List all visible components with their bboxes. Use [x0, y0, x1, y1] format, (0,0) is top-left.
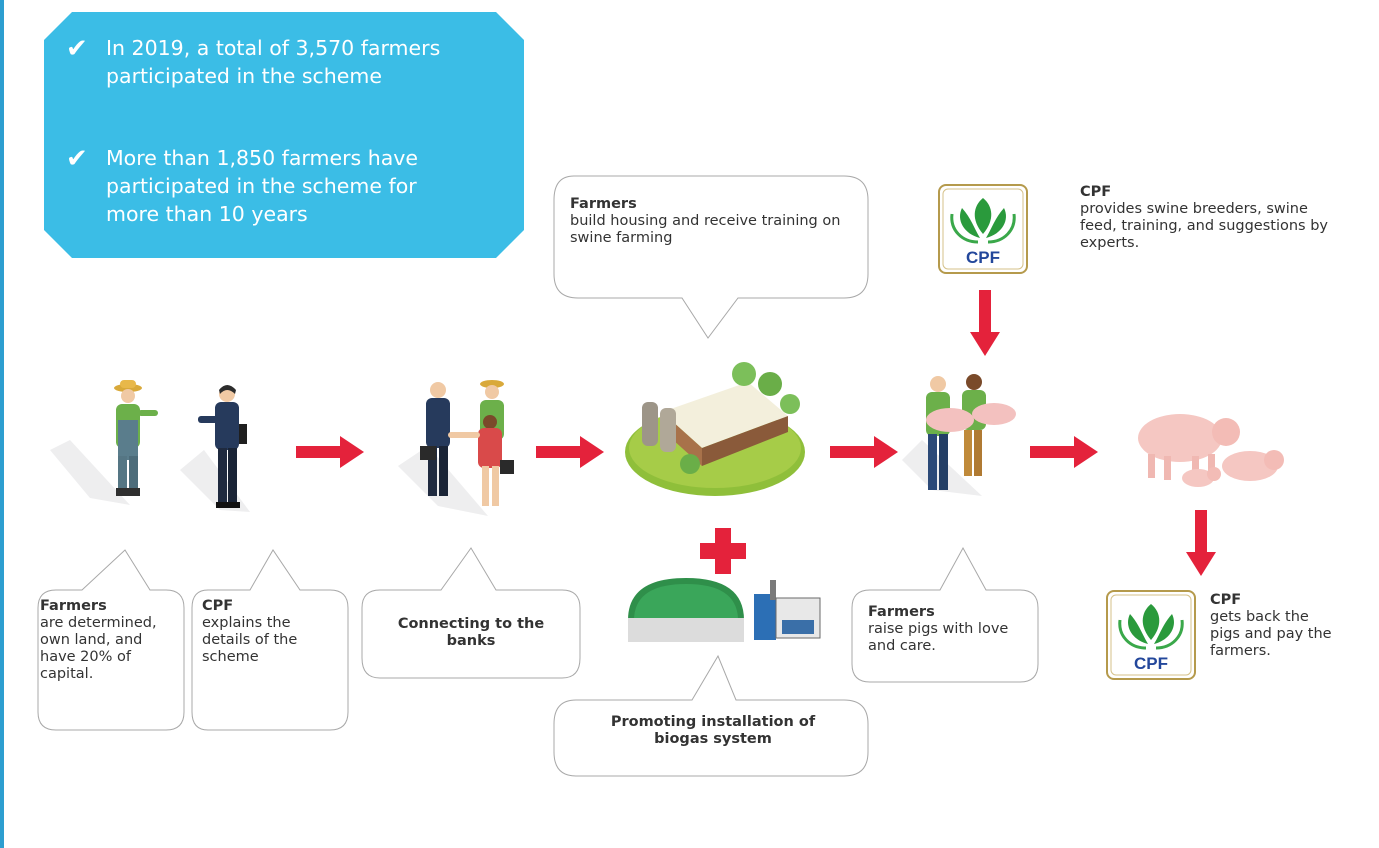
- bubble-raise: Farmers raise pigs with love and care.: [848, 546, 1044, 688]
- cpf-logo: CPF: [938, 184, 1028, 274]
- check-icon: ✔: [66, 34, 88, 64]
- bubble-cpf-explains: CPF explains the details of the scheme: [188, 548, 353, 734]
- biogas-icon: [628, 578, 821, 642]
- bubble-body: explains the details of the scheme: [202, 615, 298, 665]
- bubble-outline: [851, 546, 1039, 683]
- handshake-icon: [398, 380, 514, 516]
- cpf-provides-title: CPF: [1080, 184, 1112, 200]
- bubble-biogas: Promoting installation of biogas system: [548, 654, 876, 780]
- left-accent-rule: [0, 0, 4, 848]
- bubble-farmers-start: Farmers are determined, own land, and ha…: [30, 548, 188, 734]
- bubble-outline: [553, 654, 869, 777]
- bubble-outline: [361, 547, 581, 679]
- stat-text: In 2019, a total of 3,570 farmers partic…: [106, 36, 441, 88]
- bubble-outline: [553, 175, 869, 339]
- bubble-outline: [37, 549, 185, 731]
- bubble-text: Farmers build housing and receive traini…: [570, 196, 850, 247]
- cpf-buys-text: CPF gets back the pigs and pay the farme…: [1210, 592, 1340, 660]
- cpf-buys-title: CPF: [1210, 592, 1242, 608]
- pig-farmers-icon: [902, 374, 1016, 496]
- bubble-title: CPF: [202, 598, 234, 614]
- check-icon: ✔: [66, 144, 88, 174]
- bubble-body: raise pigs with love and care.: [868, 621, 1009, 654]
- pigs-icon: [1138, 414, 1284, 487]
- arrow-right-icon: [536, 436, 604, 468]
- farmer-icon: [50, 380, 158, 505]
- arrow-down-icon: [970, 290, 1000, 356]
- businessman-icon: [180, 385, 250, 512]
- stats-box: ✔ In 2019, a total of 3,570 farmers part…: [44, 12, 524, 258]
- plus-icon: [700, 528, 746, 574]
- bubble-text: Promoting installation of biogas system: [610, 714, 816, 747]
- bubble-text: CPF explains the details of the scheme: [202, 598, 342, 666]
- cpf-logo-graphic: CPF: [1106, 590, 1196, 680]
- arrow-down-icon: [1186, 510, 1216, 576]
- stat-text: More than 1,850 farmers have participate…: [106, 146, 418, 226]
- cpf-buys-body: gets back the pigs and pay the farmers.: [1210, 609, 1332, 659]
- bubble-title: Farmers: [868, 604, 935, 620]
- bubble-text: Farmers are determined, own land, and ha…: [40, 598, 180, 683]
- cpf-logo-text: CPF: [1134, 654, 1168, 673]
- bubble-text: Farmers raise pigs with love and care.: [868, 604, 1033, 655]
- arrow-right-icon: [296, 436, 364, 468]
- bubble-banks: Connecting to the banks: [356, 546, 588, 682]
- bubble-title: Farmers: [40, 598, 107, 614]
- bubble-text: Connecting to the banks: [397, 616, 545, 649]
- bubble-body: are determined, own land, and have 20% o…: [40, 615, 157, 682]
- stat-item: ✔ More than 1,850 farmers have participa…: [66, 144, 476, 228]
- arrow-right-icon: [830, 436, 898, 468]
- cpf-logo-text: CPF: [966, 248, 1000, 267]
- cpf-logo: CPF: [1106, 590, 1196, 680]
- bubble-body: build housing and receive training on sw…: [570, 213, 841, 246]
- arrow-right-icon: [1030, 436, 1098, 468]
- cpf-provides-body: provides swine breeders, swine feed, tra…: [1080, 201, 1329, 251]
- cpf-provides-text: CPF provides swine breeders, swine feed,…: [1080, 184, 1340, 252]
- cpf-logo-graphic: CPF: [938, 184, 1028, 274]
- farm-icon: [625, 362, 805, 496]
- bubble-outline: [191, 549, 349, 731]
- bubble-housing: Farmers build housing and receive traini…: [548, 174, 876, 342]
- bubble-title: Farmers: [570, 196, 637, 212]
- stat-item: ✔ In 2019, a total of 3,570 farmers part…: [66, 34, 476, 90]
